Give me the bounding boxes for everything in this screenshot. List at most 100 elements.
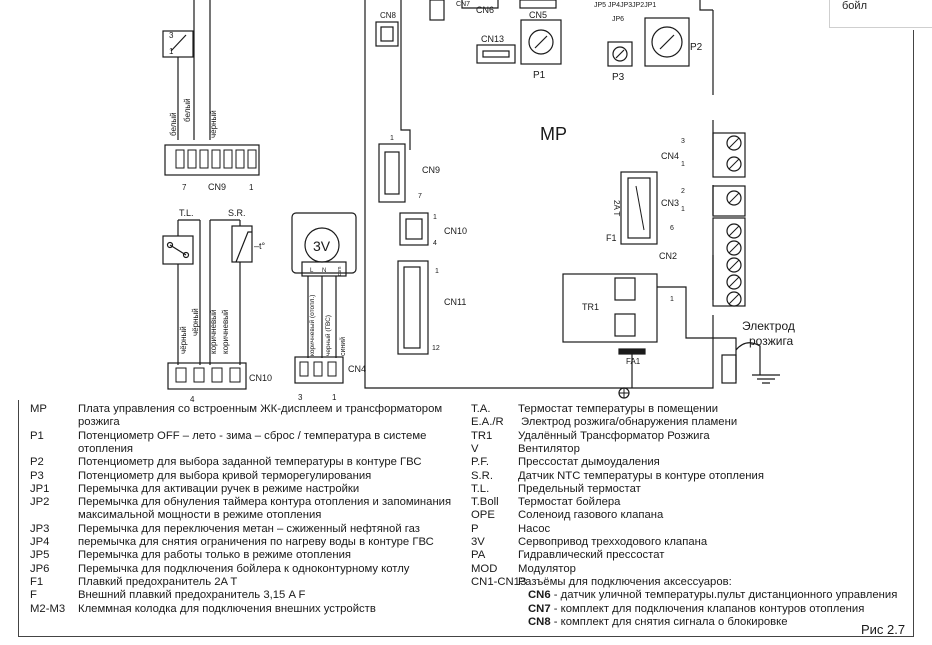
wiring-diagram: MP CN8 CN7 CN6 CN5 CN13 P1 P2 P3 JP5 JP4… [162, 0, 795, 404]
cn8-label: CN8 [380, 11, 397, 20]
legend-key: P2 [30, 456, 44, 469]
p1-potentiometer [520, 19, 562, 65]
p3-potentiometer [607, 41, 633, 67]
legend-key: JP3 [30, 522, 50, 535]
p2-potentiometer [644, 17, 690, 67]
fa1-label: FA1 [626, 357, 641, 366]
cn9-board-connector [378, 143, 406, 203]
wire-black-3: чёрный [191, 308, 200, 336]
b-cn4-pin-3: 3 [681, 138, 685, 145]
legend-key: E.A./R [471, 416, 504, 429]
cn10-board-label: CN10 [444, 226, 467, 236]
legend-sub-value: - датчик уличной температуры.пульт диста… [550, 589, 898, 602]
valve-3v-body [291, 212, 357, 274]
cn9-plug [164, 144, 260, 176]
tr1-label: TR1 [582, 302, 599, 312]
cn4-board-terminal [712, 132, 746, 178]
jp6-label: JP6 [612, 16, 624, 23]
legend-key: JP5 [30, 549, 50, 562]
wire-black-2: чёрный [179, 326, 188, 354]
valve-pin-n: N [322, 268, 326, 274]
legend-key: TR1 [471, 429, 493, 442]
legend-value: отопления [78, 442, 134, 455]
fuse-label: F1 [606, 233, 617, 243]
legend-value: Потенциометр OFF – лето - зима – сброс /… [78, 429, 427, 442]
legend-key: T.A. [471, 403, 491, 415]
legend-key: JP4 [30, 536, 50, 548]
legend-key: P1 [30, 429, 44, 442]
wire-black-1: чёрный [209, 110, 218, 138]
legend-value: Прессостат дымоудаления [518, 456, 660, 469]
fuse-holder [620, 171, 658, 245]
cn3-board-terminal [712, 185, 746, 217]
legend-value: Перемычка для обнуления таймера контура … [78, 496, 452, 509]
cn10-board-connector [399, 212, 429, 246]
sr-label: S.R. [228, 208, 246, 218]
legend-sub-value: - комплект для подключения клапанов конт… [550, 602, 865, 615]
valve-wire-brown: коричневый (отопл.) [308, 295, 316, 356]
p1-label: P1 [533, 70, 546, 81]
valve-wire-blue: синий [339, 337, 347, 356]
tl-label: T.L. [179, 208, 194, 218]
legend-key: S.R. [471, 469, 493, 482]
b-cn9-pin-1: 1 [390, 135, 394, 142]
board-label: MP [540, 124, 567, 144]
legend-value: Электрод розжига/обнаружения пламени [521, 416, 738, 429]
frame-bottom [18, 636, 914, 637]
b-cn11-pin-1: 1 [435, 268, 439, 275]
cn5-label: CN5 [529, 10, 547, 20]
legend-value: Плата управления со встроенным ЖК-диспле… [78, 403, 443, 415]
b-cn9-pin-7: 7 [418, 193, 422, 200]
legend-key: P [471, 522, 479, 535]
legend-value: Потенциометр для выбора кривой терморегу… [78, 469, 372, 482]
fa1-filter [618, 348, 646, 355]
thermo-pin-3: 3 [169, 31, 174, 40]
p3-label: P3 [612, 72, 625, 83]
legend-key: CN1-CN13 [471, 575, 527, 588]
legend-key: T.L. [471, 482, 490, 495]
legend-key: MP [30, 403, 47, 415]
legend-value: Вентилятор [518, 442, 580, 455]
legend-value: Внешний плавкий предохранитель 3,15 A F [78, 589, 306, 602]
legend-key: 3V [471, 536, 485, 548]
temp-symbol: –t° [254, 241, 266, 251]
valve-pin-l: L [310, 268, 314, 274]
p2-label: P2 [690, 42, 703, 53]
corner-note-text: бойл [842, 0, 867, 12]
legend-value: Клеммная колодка для подключения внешних… [78, 602, 376, 615]
cn2-board-terminal [712, 217, 746, 307]
b-cn3-pin-2: 2 [681, 188, 685, 195]
legend-sub-row: CN8 - комплект для снятия сигнала о блок… [528, 616, 788, 629]
legend-value: Перемычка для работы только в режиме ото… [78, 549, 352, 562]
electrode-label-2: розжига [749, 334, 794, 348]
frame-left [18, 400, 19, 636]
cn13-connector [476, 44, 516, 64]
legend-value: Перемычка для переключения метан – сжиже… [78, 522, 420, 535]
cn11-label: CN11 [444, 297, 466, 307]
legend-value: Плавкий предохранитель 2A T [78, 575, 238, 588]
thermo-pin-1: 1 [169, 47, 174, 56]
b-cn10-pin-1: 1 [433, 214, 437, 221]
legend-key: JP6 [30, 562, 50, 575]
cn8-connector [375, 21, 399, 47]
cn9-label: CN9 [208, 182, 226, 192]
legend-value: Сервопривод трехходового клапана [518, 536, 708, 548]
cn10-label: CN10 [249, 373, 272, 383]
valve-3v-label: 3V [313, 238, 331, 254]
figure-label: Рис 2.7 [861, 622, 906, 637]
cn2-label: CN2 [659, 251, 677, 261]
legend-key: JP2 [30, 496, 50, 509]
legend-key: P.F. [471, 456, 490, 469]
b-cn4-pin-1: 1 [681, 161, 685, 168]
legend-sub-key: CN7 [528, 602, 551, 615]
legend-key: OPE [471, 509, 495, 522]
legend-value: Термостат температуры в помещении [518, 403, 719, 415]
legend-value: Удалённый Трансформатор Розжига [518, 429, 710, 442]
legend-sub-value: - комплект для снятия сигнала о блокиров… [550, 615, 788, 628]
wire-brown-2: коричневый [221, 310, 230, 354]
legend-key: F [30, 589, 37, 602]
legend-value: Предельный термостат [518, 482, 641, 495]
legend-value: Насос [518, 522, 551, 535]
cn4-board-label: CN4 [661, 151, 679, 161]
legend-value: Гидравлический прессостат [518, 549, 665, 562]
